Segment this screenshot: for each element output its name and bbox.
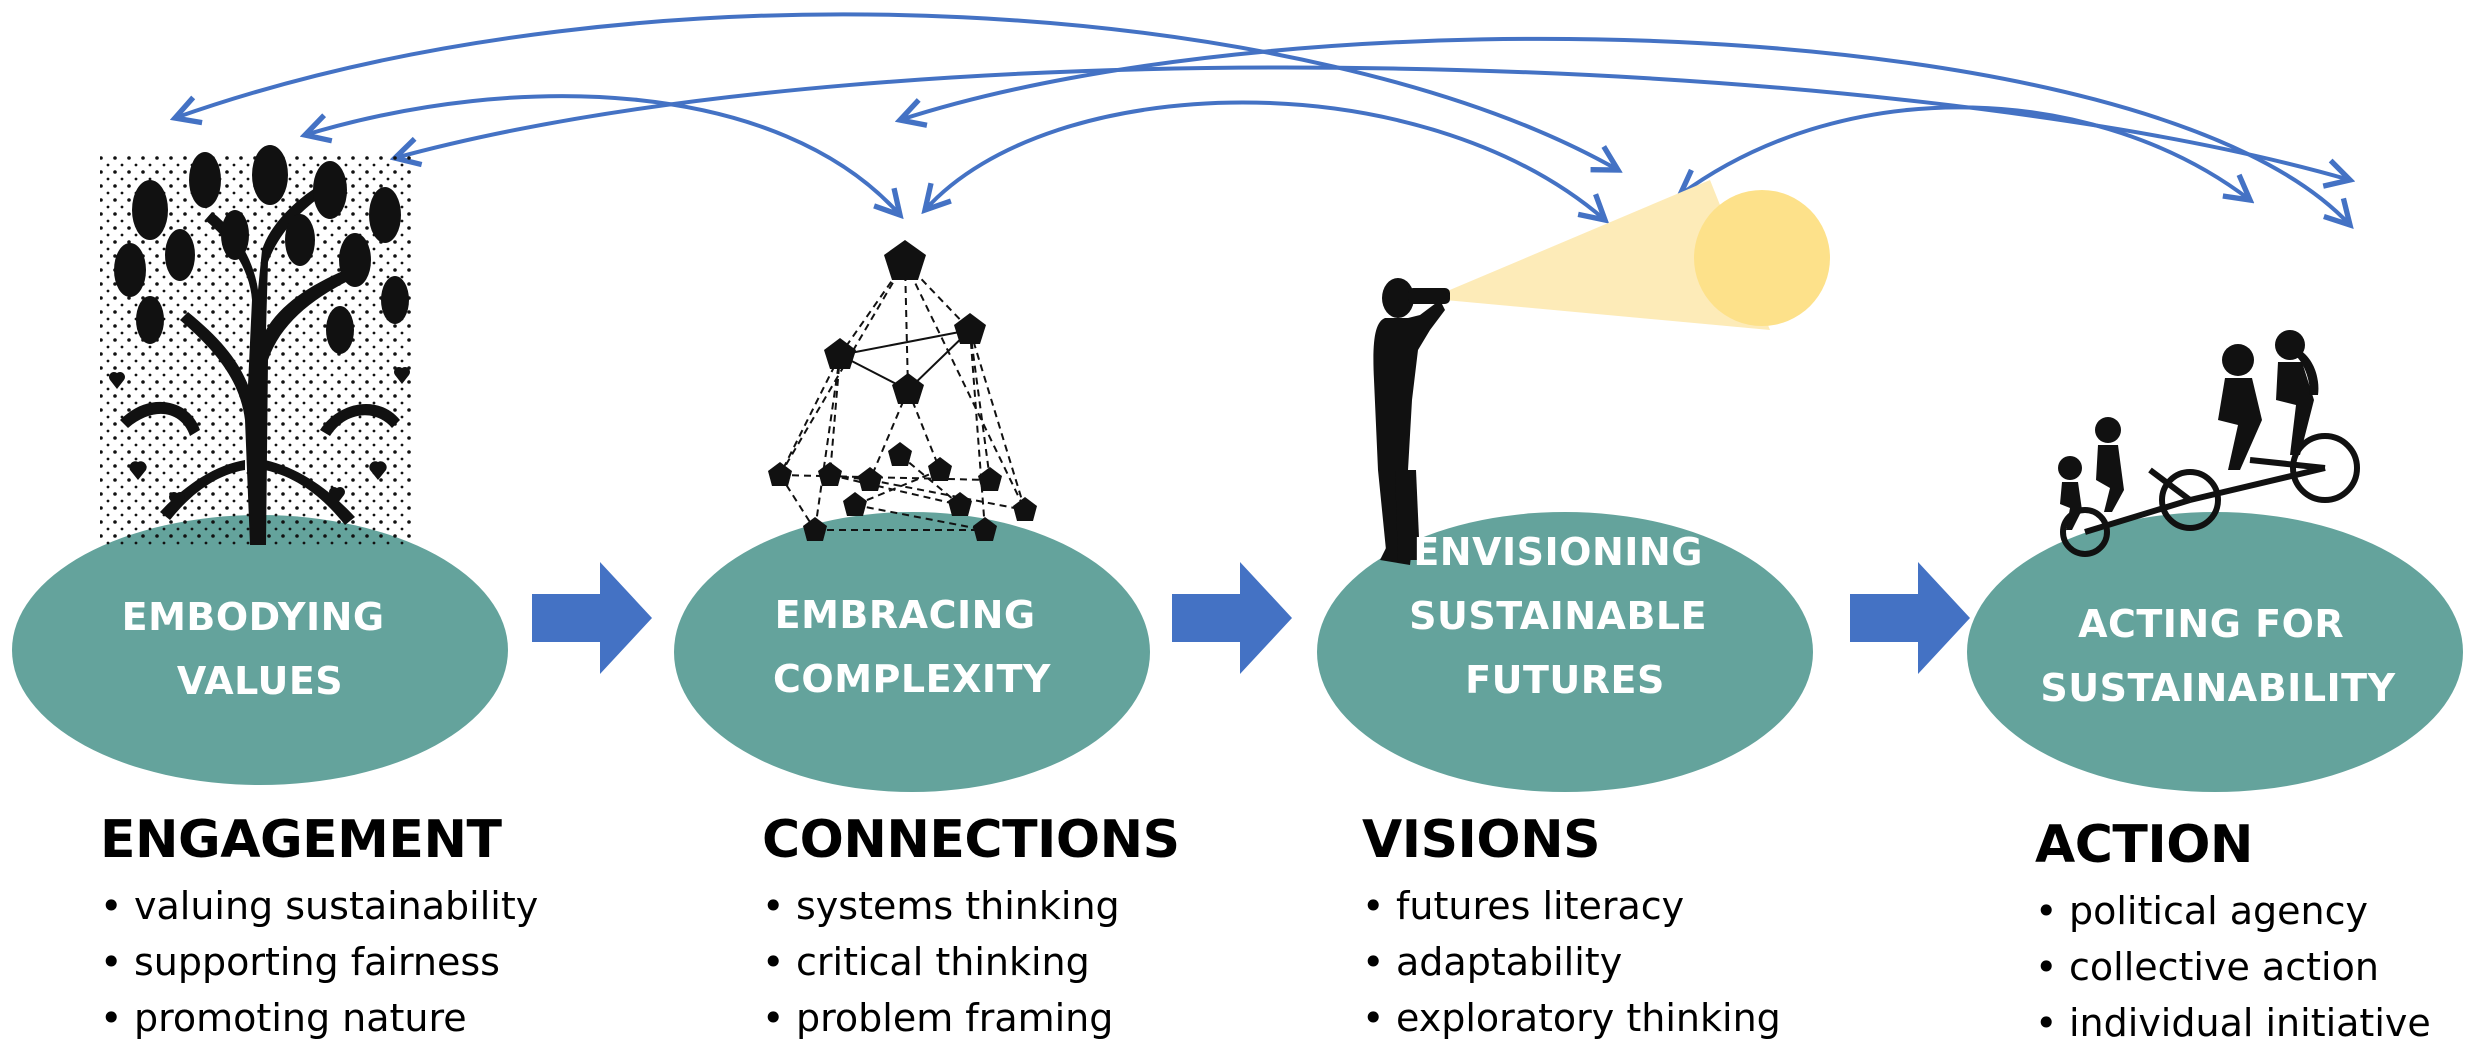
sun-beam — [1445, 180, 1770, 330]
bullet: • — [1362, 884, 1385, 928]
network-icon — [768, 240, 1037, 541]
block-arrow-2 — [1172, 562, 1292, 674]
family-on-bicycles-icon — [2058, 330, 2360, 557]
ellipse-embodying-values — [12, 515, 508, 785]
bullet: • — [100, 884, 123, 928]
bullet: • — [762, 884, 785, 928]
stage-label-envisioning-futures: ENVISIONING SUSTAINABLE FUTURES — [1409, 530, 1721, 702]
tree-of-hearts-icon — [100, 145, 412, 545]
list-item: •promoting nature — [100, 990, 538, 1046]
column-heading: ENGAGEMENT — [100, 810, 502, 870]
person-with-binoculars-icon — [1373, 180, 1830, 565]
bullet: • — [2035, 1001, 2058, 1045]
block-arrows — [532, 562, 1970, 674]
column-heading: CONNECTIONS — [762, 810, 1180, 870]
arrow-values-futures — [175, 12, 1618, 170]
competence-list: •systems thinking •critical thinking •pr… — [762, 878, 1180, 1046]
column-heading: ACTION — [2035, 815, 2253, 875]
arrow-futures-acting — [1680, 105, 2250, 200]
column-visions: VISIONS •futures literacy •adaptability … — [1362, 808, 1781, 1046]
list-item: •critical thinking — [762, 934, 1180, 990]
list-item: •futures literacy — [1362, 878, 1781, 934]
stage-label-embracing-complexity: EMBRACING COMPLEXITY — [773, 593, 1051, 701]
list-item: •problem framing — [762, 990, 1180, 1046]
competence-list: •valuing sustainability •supporting fair… — [100, 878, 538, 1046]
feedback-arrows — [175, 12, 2350, 225]
competence-list: •political agency •collective action •in… — [2035, 883, 2431, 1051]
column-connections: CONNECTIONS •systems thinking •critical … — [762, 808, 1180, 1046]
arrow-complexity-futures — [925, 100, 1605, 221]
bullet: • — [762, 940, 785, 984]
list-item: •collective action — [2035, 939, 2431, 995]
stage-ellipses — [12, 512, 2463, 792]
column-heading: VISIONS — [1362, 810, 1601, 870]
bullet: • — [2035, 945, 2058, 989]
stage-label-acting-sustainability: ACTING FOR SUSTAINABILITY — [2040, 602, 2395, 710]
list-item: •adaptability — [1362, 934, 1781, 990]
competence-list: •futures literacy •adaptability •explora… — [1362, 878, 1781, 1046]
bullet: • — [100, 940, 123, 984]
list-item: •systems thinking — [762, 878, 1180, 934]
bullet: • — [100, 996, 123, 1040]
list-item: •valuing sustainability — [100, 878, 538, 934]
column-engagement: ENGAGEMENT •valuing sustainability •supp… — [100, 808, 538, 1046]
ellipse-envisioning-futures — [1317, 512, 1813, 792]
bullet: • — [762, 996, 785, 1040]
list-item: •individual initiative — [2035, 995, 2431, 1051]
stage-label-embodying-values: EMBODYING VALUES — [122, 595, 399, 703]
sun-icon — [1694, 190, 1830, 326]
arrow-values-acting — [395, 65, 2350, 180]
list-item: •supporting fairness — [100, 934, 538, 990]
block-arrow-3 — [1850, 562, 1970, 674]
column-action: ACTION •political agency •collective act… — [2035, 813, 2431, 1051]
bullet: • — [1362, 940, 1385, 984]
ellipse-acting-sustainability — [1967, 512, 2463, 792]
list-item: •exploratory thinking — [1362, 990, 1781, 1046]
bullet: • — [1362, 996, 1385, 1040]
stage-labels: EMBODYING VALUES EMBRACING COMPLEXITY EN… — [122, 530, 2395, 710]
list-item: •political agency — [2035, 883, 2431, 939]
ellipse-embracing-complexity — [674, 512, 1150, 792]
bullet: • — [2035, 889, 2058, 933]
block-arrow-1 — [532, 562, 652, 674]
arrow-complexity-acting — [900, 36, 2350, 225]
